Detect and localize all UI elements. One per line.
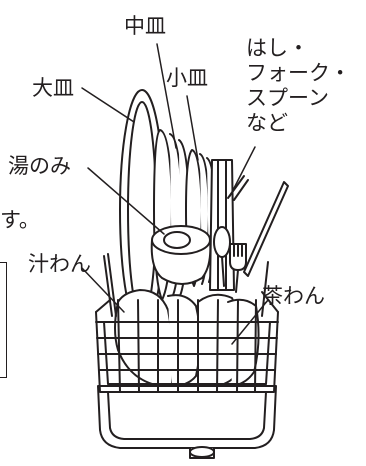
rice-bowls <box>197 293 260 387</box>
wire-basket <box>95 253 279 393</box>
cutlery-holder <box>209 159 235 291</box>
label-teacup: 湯のみ <box>8 154 71 178</box>
label-medium-plate: 中皿 <box>124 14 166 38</box>
label-small-plate: 小皿 <box>166 66 208 90</box>
label-soup-bowl: 汁わん <box>28 252 91 276</box>
utensils <box>213 175 289 293</box>
teacup <box>150 225 212 285</box>
cut-off-text-fragment: す。 <box>0 208 40 232</box>
label-rice-bowl: 茶わん <box>262 284 325 308</box>
rack-base <box>97 385 277 459</box>
adjacent-box-edge <box>0 262 7 378</box>
leader-lines <box>81 43 269 345</box>
label-cutlery: はし・ フォーク・ スプーン など <box>246 36 351 135</box>
label-large-plate: 大皿 <box>32 76 74 100</box>
